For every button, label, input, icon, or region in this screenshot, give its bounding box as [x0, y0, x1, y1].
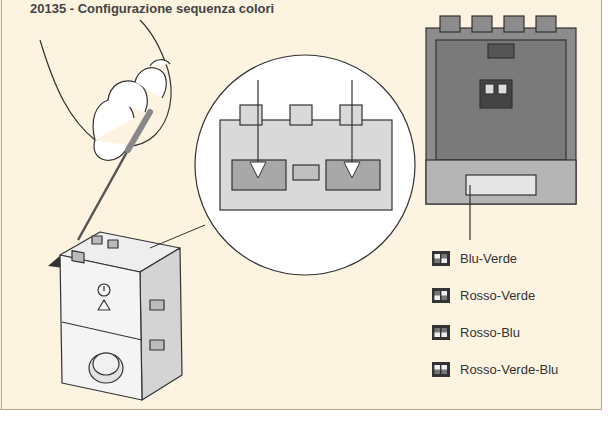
hand-illustration [40, 20, 171, 160]
frame-line [0, 409, 602, 410]
legend-row: Blu-Verde [432, 249, 517, 267]
frame-line [1, 0, 2, 410]
background-panel [0, 0, 602, 410]
dip-switch-symbol [432, 362, 450, 377]
dip-switch-symbol [432, 288, 450, 303]
frame-line [601, 0, 602, 410]
screwdriver [78, 112, 150, 240]
leader-line [150, 225, 205, 248]
magnified-detail [195, 55, 415, 275]
top-view-device [426, 16, 576, 240]
legend-label: Blu-Verde [460, 251, 517, 266]
legend-label: Rosso-Verde-Blu [460, 362, 558, 377]
legend-row: Rosso-Verde-Blu [432, 360, 558, 378]
dip-switch-symbol [432, 325, 450, 340]
legend-row: Rosso-Blu [432, 323, 520, 341]
diagram-title: 20135 - Configurazione sequenza colori [30, 1, 274, 16]
legend-label: Rosso-Verde [460, 288, 535, 303]
module-device [60, 232, 182, 400]
legend-row: Rosso-Verde [432, 286, 535, 304]
legend-label: Rosso-Blu [460, 325, 520, 340]
dip-switch-symbol [432, 251, 450, 266]
